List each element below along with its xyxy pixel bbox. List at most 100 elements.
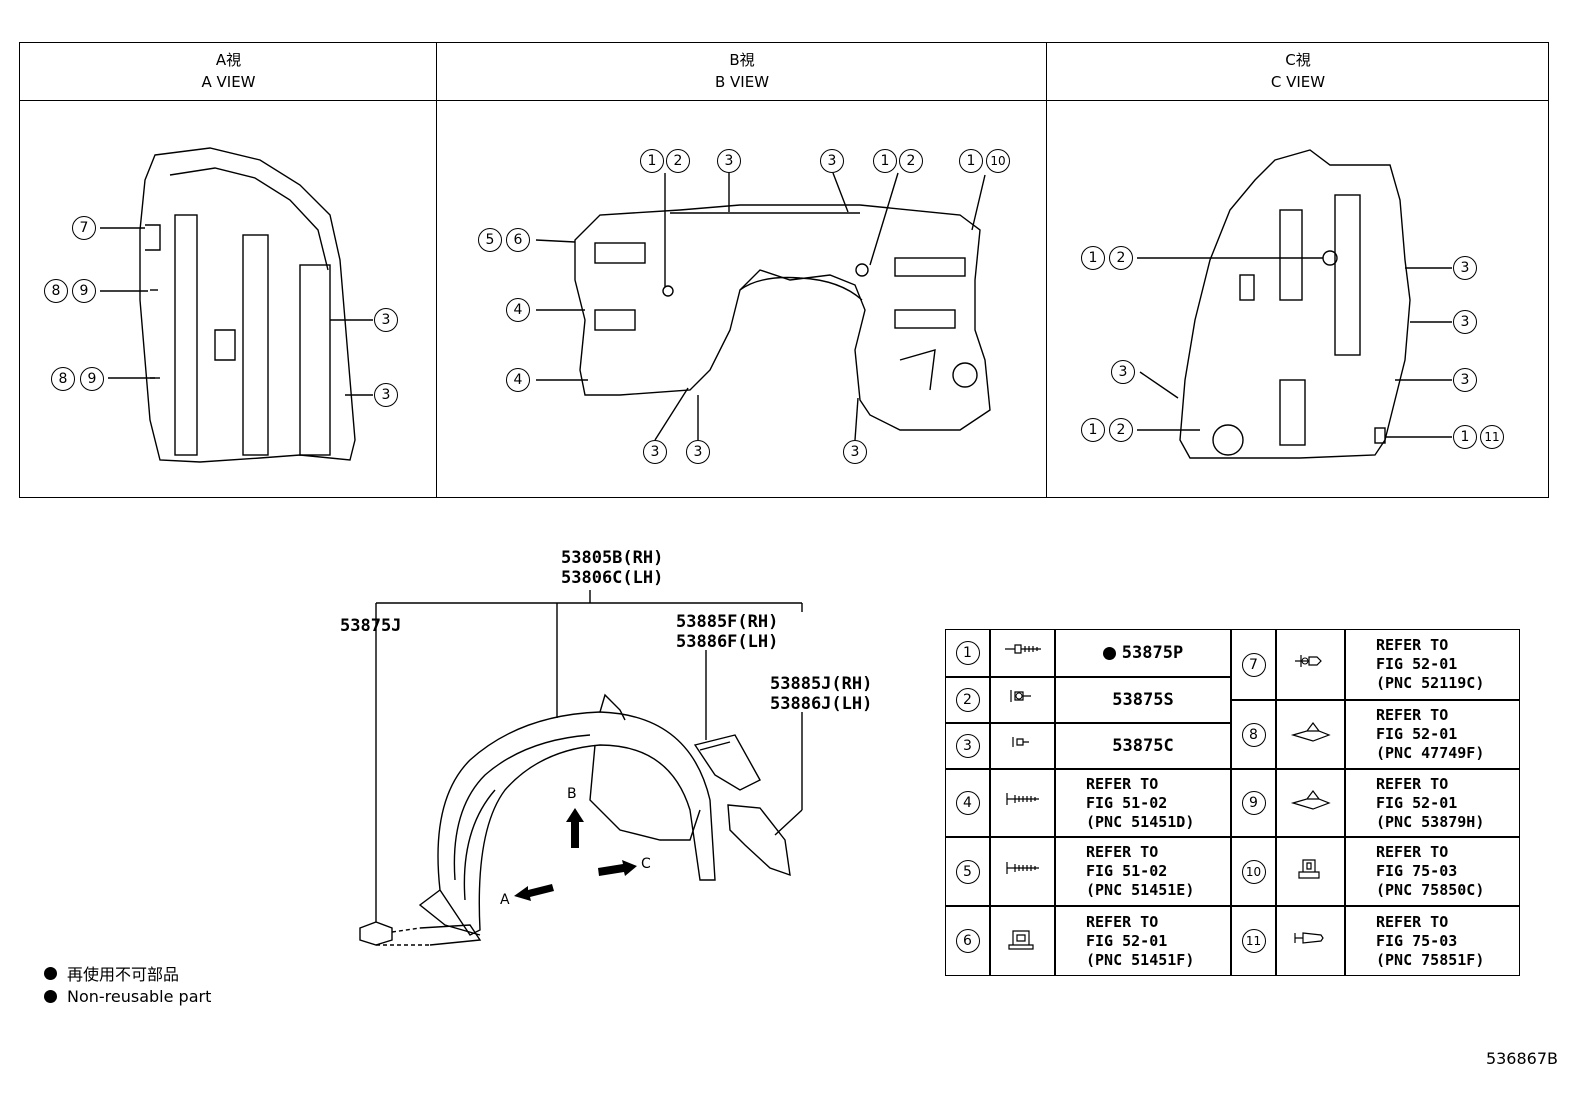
view-a-title-en: A VIEW (201, 73, 256, 91)
view-c-title-jp: C視 (1285, 51, 1311, 69)
parts-table-number-cell: 1 (945, 629, 990, 677)
callout-5: 5 (955, 859, 980, 884)
callout-2: 2 (899, 149, 923, 173)
callout-3: 3 (1453, 256, 1477, 280)
part-number-liner-rh: 53805B(RH) (561, 548, 664, 568)
parts-table-text-cell: 53875S (1055, 677, 1231, 723)
figure-id: 536867B (1485, 1049, 1558, 1068)
callout-1: 1 (1081, 246, 1105, 270)
callout-9: 9 (80, 367, 104, 391)
parts-table-text-cell: 53875P (1055, 629, 1231, 677)
parts-table-text: 53875C (1112, 736, 1174, 756)
parts-table-text: 53875P (1121, 643, 1184, 663)
parts-table-text: 53875S (1112, 690, 1174, 710)
parts-table-text-cell: REFER TO FIG 52-01 (PNC 52119C) (1345, 629, 1520, 700)
arrow-label-c: C (641, 856, 651, 872)
callout-3: 3 (374, 308, 398, 332)
clip-53875J-drawing (359, 921, 482, 946)
view-c-title-en: C VIEW (1270, 73, 1326, 91)
parts-table-text: REFER TO FIG 52-01 (PNC 47749F) (1376, 706, 1485, 762)
callout-6: 6 (955, 929, 980, 953)
callout-1: 1 (1081, 418, 1105, 442)
part-number-liner-lh: 53806C(LH) (561, 568, 664, 588)
parts-table-number-cell: 10 (1231, 837, 1276, 906)
parts-table-text: REFER TO FIG 51-02 (PNC 51451E) (1086, 843, 1195, 899)
parts-table-number-cell: 3 (945, 723, 990, 769)
callout-3: 3 (686, 440, 710, 464)
parts-table-text: REFER TO FIG 52-01 (PNC 51451F) (1086, 912, 1195, 969)
callout-10: 10 (986, 149, 1010, 173)
parts-table-text-cell: REFER TO FIG 51-02 (PNC 51451D) (1055, 769, 1231, 837)
parts-table-number-cell: 4 (945, 769, 990, 837)
nut-clip-icon (1001, 927, 1045, 955)
parts-table-number-cell: 2 (945, 677, 990, 723)
shield-j-drawing (727, 804, 791, 877)
legend-en: Non-reusable part (44, 987, 211, 1006)
legend-jp: 再使用不可部品 (44, 961, 179, 985)
main-liner-drawing (418, 693, 716, 936)
legend-en-text: Non-reusable part (67, 987, 212, 1006)
view-b-title-jp: B視 (729, 51, 755, 69)
parts-table-text-cell: REFER TO FIG 51-02 (PNC 51451E) (1055, 837, 1231, 906)
arrow-label-b: B (567, 786, 577, 802)
parts-table-text-cell: 53875C (1055, 723, 1231, 769)
views-panel: A視 A VIEW B視 B VIEW C視 C VIEW (19, 42, 1549, 498)
parts-table-text-cell: REFER TO FIG 75-03 (PNC 75851F) (1345, 906, 1520, 976)
parts-table-number-cell: 6 (945, 906, 990, 976)
callout-1: 1 (959, 149, 983, 173)
callout-8: 8 (51, 367, 75, 391)
callout-11: 11 (1241, 929, 1266, 953)
screw-clip-icon (1001, 639, 1045, 667)
callout-2: 2 (1109, 246, 1133, 270)
callout-1: 1 (1453, 425, 1477, 449)
callout-7: 7 (72, 216, 96, 240)
view-divider (436, 43, 437, 497)
parts-table-text: REFER TO FIG 75-03 (PNC 75850C) (1376, 843, 1485, 899)
arrow-label-a: A (500, 892, 510, 908)
view-arrow-b (566, 808, 584, 848)
callout-11: 11 (1480, 425, 1504, 449)
parts-table-icon-cell (990, 769, 1055, 837)
view-arrow-a (514, 884, 554, 901)
callout-2: 2 (955, 688, 980, 712)
trim-clip-icon (1289, 789, 1333, 817)
view-a-header: A視 A VIEW (20, 43, 437, 101)
parts-table-icon-cell (990, 629, 1055, 677)
callout-4: 4 (506, 298, 530, 322)
parts-table-icon-cell (1276, 906, 1345, 976)
callout-4: 4 (506, 368, 530, 392)
non-reusable-dot-icon (1102, 646, 1116, 660)
callout-2: 2 (666, 149, 690, 173)
b-view-liner-drawing (574, 204, 991, 431)
parts-table-icon-cell (990, 677, 1055, 723)
callout-3: 3 (374, 383, 398, 407)
parts-table-icon-cell (990, 723, 1055, 769)
parts-table-icon-cell (990, 906, 1055, 976)
callout-9: 9 (72, 279, 96, 303)
callout-3: 3 (1453, 310, 1477, 334)
parts-table-text: REFER TO FIG 52-01 (PNC 53879H) (1376, 774, 1485, 831)
parts-table-text: REFER TO FIG 75-03 (PNC 75851F) (1376, 912, 1485, 969)
callout-3: 3 (820, 149, 844, 173)
part-number-shield-f-lh: 53886F(LH) (676, 632, 779, 652)
parts-table-number-cell: 9 (1231, 769, 1276, 837)
callout-3: 3 (955, 734, 980, 758)
parts-table-icon-cell (1276, 769, 1345, 837)
view-c-header: C視 C VIEW (1047, 43, 1549, 101)
callout-3: 3 (843, 440, 867, 464)
view-arrow-c (598, 860, 637, 876)
screw-icon (1001, 789, 1045, 817)
parts-table-number-cell: 7 (1231, 629, 1276, 700)
parts-table-number-cell: 11 (1231, 906, 1276, 976)
callout-1: 1 (873, 149, 897, 173)
view-b-title-en: B VIEW (714, 73, 770, 91)
callout-2: 2 (1109, 418, 1133, 442)
push-clip-icon (1001, 686, 1045, 714)
callout-3: 3 (717, 149, 741, 173)
parts-table-text: REFER TO FIG 51-02 (PNC 51451D) (1086, 774, 1195, 831)
callout-6: 6 (506, 228, 530, 252)
parts-table-number-cell: 5 (945, 837, 990, 906)
non-reusable-dot-icon (44, 966, 57, 980)
callout-3: 3 (643, 440, 667, 464)
